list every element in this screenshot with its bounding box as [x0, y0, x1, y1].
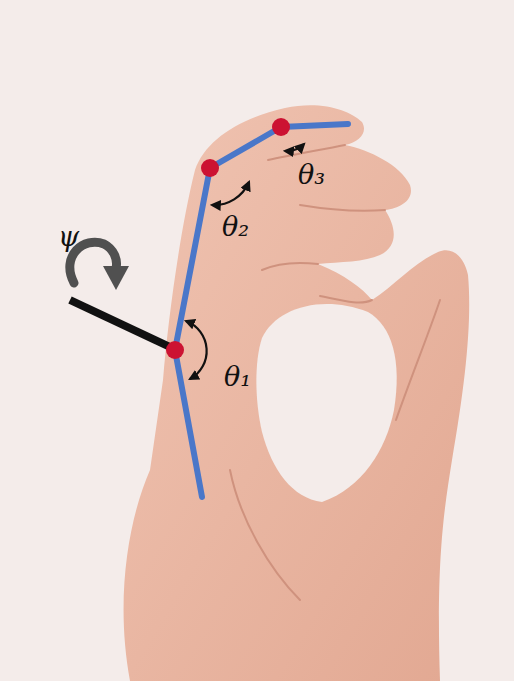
angle-arc [285, 144, 304, 151]
angle-label: θ₃ [298, 160, 325, 190]
joint-dot [272, 118, 290, 136]
angle-label: θ₂ [222, 212, 249, 242]
hand-shape [124, 105, 470, 681]
rotation-arrowhead [103, 266, 129, 290]
joint-dot [201, 159, 219, 177]
skin-creases [230, 145, 440, 600]
rotation-axis [70, 300, 170, 347]
angle-label: θ₁ [224, 362, 251, 392]
joint-dot [166, 341, 184, 359]
rotation-label: ψ [58, 222, 79, 252]
angle-arc [212, 182, 249, 205]
hand-gap [256, 304, 396, 502]
finger-link-chain [175, 124, 348, 497]
angle-arc [186, 321, 207, 379]
